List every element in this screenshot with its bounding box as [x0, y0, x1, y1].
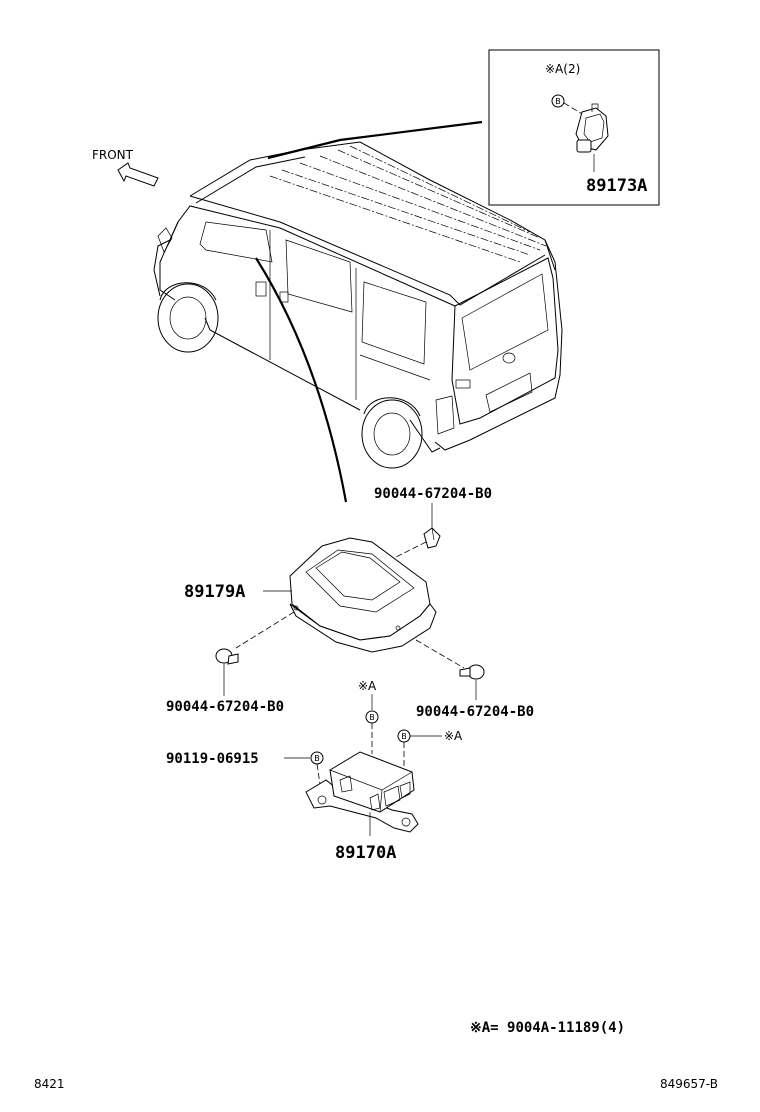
part-89173a: 89173A	[586, 176, 647, 196]
b-circle-left: B	[310, 751, 324, 765]
b-circle-right: B	[397, 729, 411, 743]
svg-text:B: B	[369, 713, 375, 722]
clip-top-label: 90044-67204-B0	[374, 486, 492, 502]
module-89170a-icon	[305, 751, 419, 833]
svg-text:B: B	[401, 732, 407, 741]
inset-box	[488, 49, 660, 206]
b-circle-top: B	[365, 710, 379, 724]
front-label: FRONT	[92, 148, 134, 162]
module-label: 89170A	[335, 843, 396, 863]
van-illustration-icon	[153, 141, 563, 469]
clip-left-icon	[215, 648, 239, 665]
sensor-89173a-icon	[575, 103, 609, 153]
inset-b-circle: B	[551, 94, 565, 108]
front-arrow-icon	[117, 162, 159, 187]
svg-text:B: B	[314, 754, 320, 763]
clip-top-icon	[423, 527, 441, 549]
footnote: ※A= 9004A-11189(4)	[470, 1020, 625, 1036]
cover-89179a-icon	[289, 537, 437, 653]
clip-right-label: 90044-67204-B0	[416, 704, 534, 720]
van-to-cover-leader	[255, 257, 348, 503]
bolt-label: 90119-06915	[166, 751, 259, 767]
clip-right-icon	[459, 664, 485, 680]
note-a-top: ※A	[358, 679, 377, 693]
footer-left-code: 8421	[34, 1077, 65, 1091]
svg-text:B: B	[555, 97, 561, 106]
note-a-right: ※A	[444, 729, 463, 743]
footer-right-code: 849657-B	[660, 1077, 718, 1091]
cover-label: 89179A	[184, 582, 245, 602]
inset-note: ※A(2)	[545, 62, 580, 76]
inset-leader	[267, 120, 483, 160]
clip-left-label: 90044-67204-B0	[166, 699, 284, 715]
